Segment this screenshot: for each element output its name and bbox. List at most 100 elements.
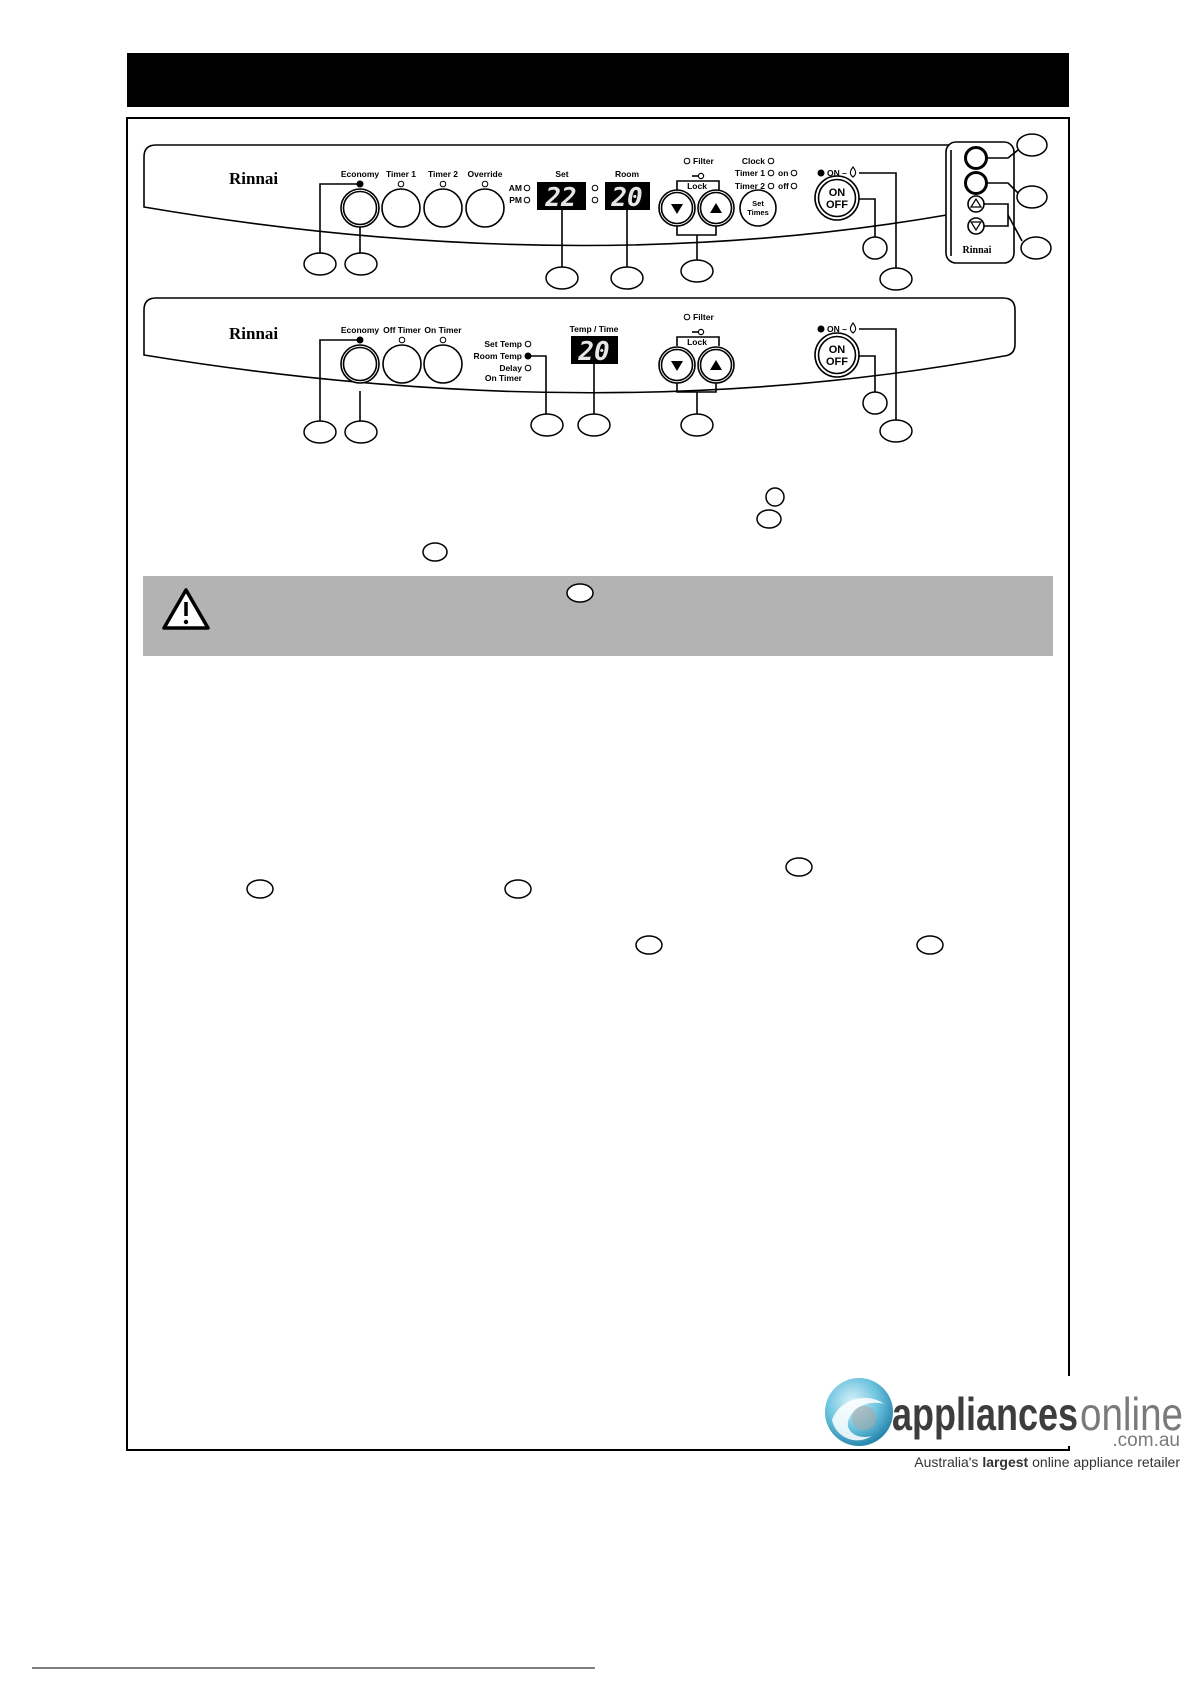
callout-marker: [680, 413, 714, 437]
callout-marker: [879, 267, 913, 291]
callout-marker: [610, 266, 644, 290]
set-display: [537, 182, 586, 210]
room-display-value: 20: [610, 183, 642, 213]
room-temp-label: Room Temp: [474, 351, 522, 361]
set-temp-label: Set Temp: [484, 339, 522, 349]
warning-box: [143, 576, 1053, 656]
filter-led: [683, 313, 691, 321]
appliances-online-logo: appliances online .com.au Australia's la…: [820, 1376, 1186, 1470]
timer-2-label: Timer 2: [428, 169, 458, 179]
display-led-lower: [591, 196, 599, 204]
on-off-label-line1: ON: [829, 187, 846, 199]
logo-name-bold: appliances: [892, 1388, 1078, 1440]
callout-marker: [422, 542, 448, 562]
warning-background: [143, 576, 1053, 656]
up-arrow-icon: [710, 203, 722, 213]
callout-marker: [862, 236, 888, 260]
timer-1-led: [397, 180, 405, 188]
delay-on-timer-label: On Timer: [485, 373, 523, 383]
control-panel-top: Rinnai Economy Timer 1 Timer 2 Override …: [143, 144, 1013, 291]
callout-marker: [916, 935, 944, 955]
callout-marker: [344, 420, 378, 444]
am-label: AM: [509, 183, 522, 193]
callout-marker: [566, 583, 594, 603]
on-timer-label: On Timer: [424, 325, 462, 335]
filter-label: Filter: [693, 156, 714, 166]
wall-remote: Rinnai: [945, 133, 1052, 264]
leader-line: [1007, 214, 1023, 242]
on-timer-button: [423, 344, 463, 384]
leader-line: [319, 183, 357, 253]
flame-icon: [849, 322, 857, 334]
tagline-bold: largest: [982, 1454, 1028, 1470]
remote-brand: Rinnai: [963, 245, 992, 256]
room-temp-led: [524, 352, 532, 360]
up-arrow-icon: [710, 360, 722, 370]
lock-bracket: [676, 180, 720, 190]
temp-time-label: Temp / Time: [570, 324, 619, 334]
on-timer-led: [439, 336, 447, 344]
on-off-button-ring: [817, 335, 857, 375]
logo-name-light: online: [1080, 1388, 1183, 1440]
on-indicator-label: ON –: [827, 324, 847, 334]
clock-timer-2-led: [767, 182, 775, 190]
on-label: on: [778, 168, 788, 178]
up-arrow-icon: [969, 197, 983, 208]
on-led: [790, 169, 798, 177]
down-arrow-icon: [969, 221, 983, 232]
leader-line: [859, 355, 876, 392]
key-icon: [692, 328, 705, 336]
remote-button-1: [964, 146, 988, 170]
economy-led: [356, 336, 364, 344]
callout-marker: [344, 252, 378, 276]
off-label: off: [778, 181, 789, 191]
leader-line: [859, 172, 897, 268]
brand-logo: Rinnai: [229, 169, 278, 188]
callout-marker: [879, 419, 913, 443]
clock-timer-1-label: Timer 1: [735, 168, 765, 178]
pm-label: PM: [509, 195, 522, 205]
timer-1-label: Timer 1: [386, 169, 416, 179]
override-button: [465, 188, 505, 228]
content-frame: [126, 117, 1070, 1451]
brand-logo: Rinnai: [229, 324, 278, 343]
callout-marker: [545, 266, 579, 290]
economy-button-ring: [342, 190, 378, 226]
on-indicator-led: [817, 169, 825, 177]
callout-marker: [504, 879, 532, 899]
timer-2-led: [439, 180, 447, 188]
logo-tagline: Australia's largest online appliance ret…: [914, 1454, 1180, 1470]
clock-label: Clock: [742, 156, 765, 166]
lock-label: Lock: [687, 337, 707, 347]
leader-line: [859, 328, 897, 420]
logo-swirl-icon: [825, 1378, 893, 1446]
lock-bracket: [676, 336, 720, 346]
callout-marker: [862, 391, 888, 415]
am-led: [523, 184, 531, 192]
display-led-upper: [591, 184, 599, 192]
set-times-label-line2: Times: [747, 208, 769, 217]
clock-led: [767, 157, 775, 165]
set-times-label-line1: Set: [752, 199, 764, 208]
economy-label: Economy: [341, 325, 380, 335]
on-indicator-led: [817, 325, 825, 333]
header-bar: [127, 53, 1069, 107]
lock-label: Lock: [687, 181, 707, 191]
on-off-label-line1: ON: [829, 344, 846, 356]
economy-button-ring: [342, 346, 378, 382]
callout-marker: [246, 879, 274, 899]
room-label: Room: [615, 169, 640, 179]
override-label: Override: [468, 169, 503, 179]
temp-time-display-value: 20: [577, 337, 609, 367]
callout-marker: [303, 252, 337, 276]
callout-marker: [1016, 133, 1048, 157]
economy-label: Economy: [341, 169, 380, 179]
set-display-value: 22: [544, 183, 576, 213]
leader-line: [319, 339, 357, 421]
callout-marker: [530, 413, 564, 437]
remote-button-2: [964, 171, 988, 195]
callout-marker: [756, 509, 782, 529]
callout-marker: [785, 857, 813, 877]
off-timer-label: Off Timer: [383, 325, 421, 335]
